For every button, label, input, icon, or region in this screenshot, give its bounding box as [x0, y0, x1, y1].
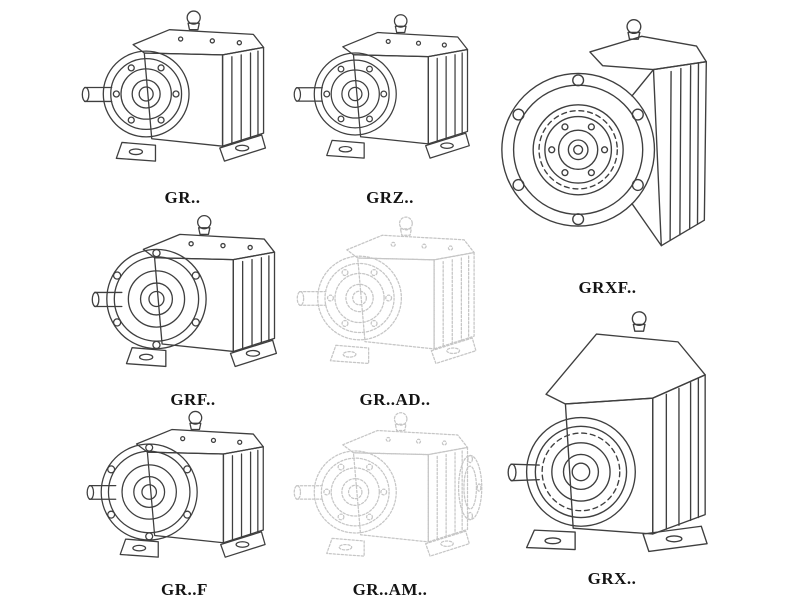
- figure-grxf: GRXF..: [495, 4, 720, 298]
- figure-grx: GRX..: [492, 305, 732, 589]
- gr-foot-mounted-gearbox-drawing: [81, 10, 267, 162]
- figure-label-gr-ad: GR..AD..: [359, 390, 431, 409]
- figure-gr-am: GR..AM..: [292, 406, 488, 600]
- gr-f-foot-flange-gearbox-drawing: [86, 410, 266, 558]
- grx-large-foot-mounted-gearbox-drawing: [507, 311, 708, 553]
- figure-label-gr: GR..: [164, 188, 201, 207]
- grf-flange-gearbox-drawing: [91, 214, 278, 368]
- figure-label-gr-f: GR..F: [161, 580, 208, 599]
- figure-label-grz: GRZ..: [366, 188, 414, 207]
- figure-grz: GRZ..: [292, 2, 488, 208]
- figure-label-gr-am: GR..AM..: [352, 580, 428, 599]
- figure-gr: GR..: [80, 2, 285, 208]
- figure-label-grf: GRF..: [170, 390, 216, 409]
- figure-gr-ad: GR..AD..: [295, 208, 495, 410]
- figure-grf: GRF..: [88, 210, 298, 410]
- grxf-flange-mounted-gearbox-drawing: [501, 18, 707, 247]
- gr-am-motor-adapter-gearbox-drawing: [293, 412, 483, 557]
- grz-foot-mounted-gearbox-drawing: [293, 14, 470, 159]
- gr-ad-adapter-gearbox-drawing: [296, 216, 477, 365]
- figure-label-grx: GRX..: [587, 569, 637, 588]
- figure-gr-f: GR..F: [82, 406, 287, 600]
- figure-label-grxf: GRXF..: [578, 278, 637, 297]
